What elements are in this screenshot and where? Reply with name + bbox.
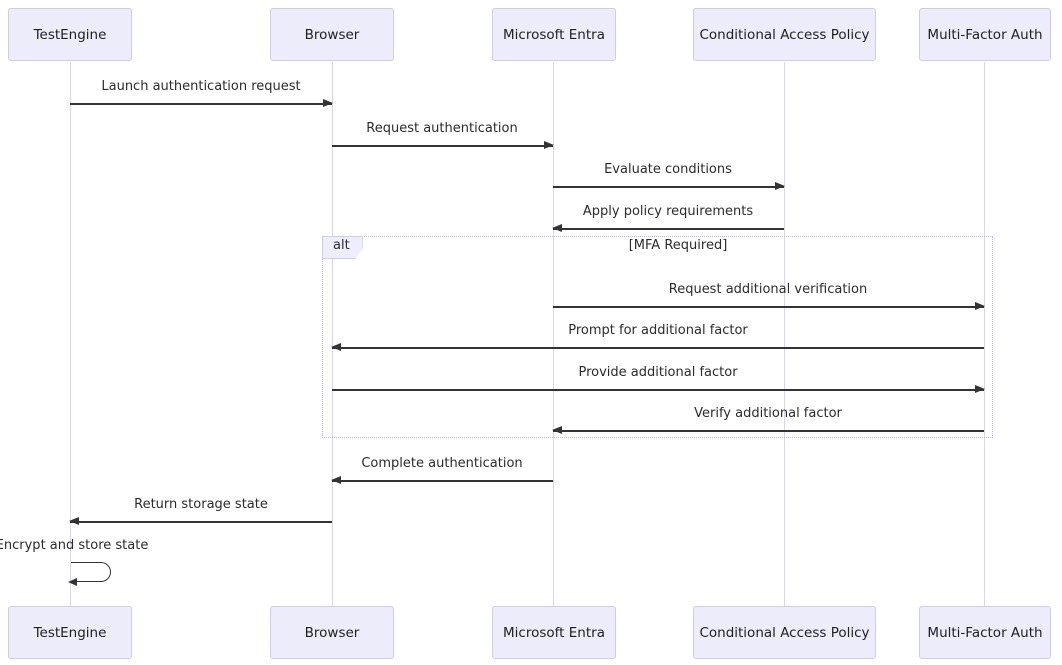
actor-label: Multi-Factor Auth (927, 624, 1043, 641)
lifeline-conditional-access-policy (784, 62, 785, 606)
actor-label: Browser (304, 624, 360, 641)
arrowhead-icon (331, 343, 341, 352)
message-label-request-additional-verification: Request additional verification (668, 282, 868, 297)
message-label-provide-additional-factor: Provide additional factor (578, 365, 738, 380)
actor-label: TestEngine (33, 624, 107, 641)
message-label-launch-authentication-request: Launch authentication request (101, 79, 301, 94)
lifeline-browser (332, 62, 333, 606)
actor-top-browser: Browser (270, 8, 394, 61)
actor-bottom-conditional-access-policy: Conditional Access Policy (693, 606, 876, 659)
message-arrow-prompt-for-additional-factor (331, 343, 984, 352)
lifeline-microsoft-entra (553, 62, 554, 606)
message-label-apply-policy-requirements: Apply policy requirements (582, 204, 754, 219)
actor-label: Microsoft Entra (503, 624, 605, 641)
message-arrow-return-storage-state (69, 517, 332, 526)
message-label-prompt-for-additional-factor: Prompt for additional factor (568, 323, 748, 338)
arrowhead-icon (975, 385, 985, 394)
message-arrow-complete-authentication (331, 476, 553, 485)
alt-frame: alt (322, 236, 993, 438)
arrowhead-icon (69, 517, 79, 526)
actor-label: Multi-Factor Auth (927, 26, 1043, 43)
message-arrow-apply-policy-requirements (552, 224, 784, 233)
self-loop-arrow (68, 562, 111, 586)
actor-top-testengine: TestEngine (8, 8, 132, 61)
message-label-evaluate-conditions: Evaluate conditions (604, 162, 732, 177)
alt-condition-label: [MFA Required] (625, 238, 731, 254)
message-arrow-launch-authentication-request (70, 99, 333, 108)
arrowhead-icon (544, 141, 554, 150)
message-arrow-request-authentication (332, 141, 554, 150)
message-label-return-storage-state: Return storage state (134, 497, 268, 512)
actor-label: Microsoft Entra (503, 26, 605, 43)
arrowhead-icon (68, 578, 77, 586)
message-label-verify-additional-factor: Verify additional factor (694, 406, 842, 421)
arrowhead-icon (775, 182, 785, 191)
actor-bottom-multi-factor-auth: Multi-Factor Auth (919, 606, 1051, 659)
actor-bottom-microsoft-entra: Microsoft Entra (492, 606, 616, 659)
actor-label: Conditional Access Policy (699, 26, 870, 43)
lifeline-testengine (70, 62, 71, 606)
actor-label: Conditional Access Policy (699, 624, 870, 641)
actor-bottom-testengine: TestEngine (8, 606, 132, 659)
actor-top-conditional-access-policy: Conditional Access Policy (693, 8, 876, 61)
actor-top-microsoft-entra: Microsoft Entra (492, 8, 616, 61)
message-arrow-verify-additional-factor (552, 426, 984, 435)
arrowhead-icon (552, 426, 562, 435)
arrowhead-icon (331, 476, 341, 485)
arrowhead-icon (552, 224, 562, 233)
message-arrow-provide-additional-factor (332, 385, 985, 394)
message-label-complete-authentication: Complete authentication (361, 456, 523, 471)
arrowhead-icon (323, 99, 333, 108)
message-arrow-evaluate-conditions (553, 182, 785, 191)
actor-bottom-browser: Browser (270, 606, 394, 659)
actor-label: TestEngine (33, 26, 107, 43)
message-arrow-request-additional-verification (553, 302, 985, 311)
message-label-encrypt-and-store-state: Encrypt and store state (0, 538, 149, 553)
message-label-request-authentication: Request authentication (366, 121, 518, 136)
arrowhead-icon (975, 302, 985, 311)
alt-operator-label: alt (322, 236, 363, 259)
actor-label: Browser (304, 26, 360, 43)
lifeline-multi-factor-auth (984, 62, 985, 606)
actor-top-multi-factor-auth: Multi-Factor Auth (919, 8, 1051, 61)
